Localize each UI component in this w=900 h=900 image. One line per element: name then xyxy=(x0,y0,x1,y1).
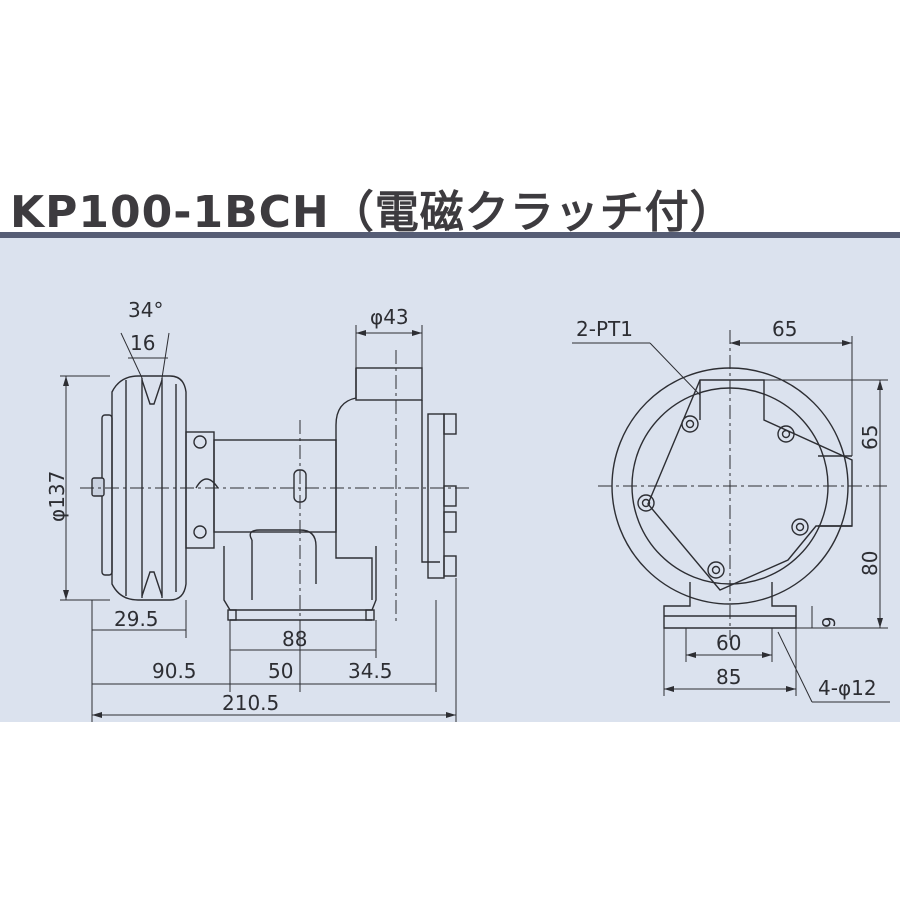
dim-29-5: 29.5 xyxy=(114,607,159,631)
angle-label: 34° xyxy=(128,298,163,322)
front-view xyxy=(572,330,890,703)
dim-65-vertical: 65 xyxy=(858,425,882,450)
dim-90-5: 90.5 xyxy=(152,659,197,683)
title-underline xyxy=(0,232,900,238)
front-arrows xyxy=(664,340,883,692)
outlet-diameter-label: φ43 xyxy=(370,305,409,329)
base-foot xyxy=(223,546,377,621)
dim-210-5: 210.5 xyxy=(222,691,279,715)
flange-bolts xyxy=(637,415,809,579)
front-centerlines xyxy=(598,330,890,640)
dim-34-5: 34.5 xyxy=(348,659,393,683)
front-dimension-lines xyxy=(572,336,890,703)
pulley-diameter-label: φ137 xyxy=(45,471,69,522)
side-centerlines xyxy=(80,350,470,625)
drawing-title: KP100-1BCH（電磁クラッチ付） xyxy=(10,187,735,238)
drawing-panel xyxy=(0,238,900,722)
groove-width-label: 16 xyxy=(130,331,155,355)
side-view xyxy=(60,325,470,722)
dim-88: 88 xyxy=(282,627,307,651)
side-arrows xyxy=(63,330,456,718)
pump-body xyxy=(249,367,457,600)
holes-label: 4-φ12 xyxy=(818,676,877,700)
port-label: 2-PT1 xyxy=(576,317,633,341)
dim-80: 80 xyxy=(858,551,882,576)
dim-65-horizontal: 65 xyxy=(772,317,797,341)
dim-85: 85 xyxy=(716,665,741,689)
dim-9: 9 xyxy=(819,617,840,628)
dim-50: 50 xyxy=(268,659,293,683)
dim-60: 60 xyxy=(716,631,741,655)
side-dimension-lines xyxy=(60,325,457,722)
